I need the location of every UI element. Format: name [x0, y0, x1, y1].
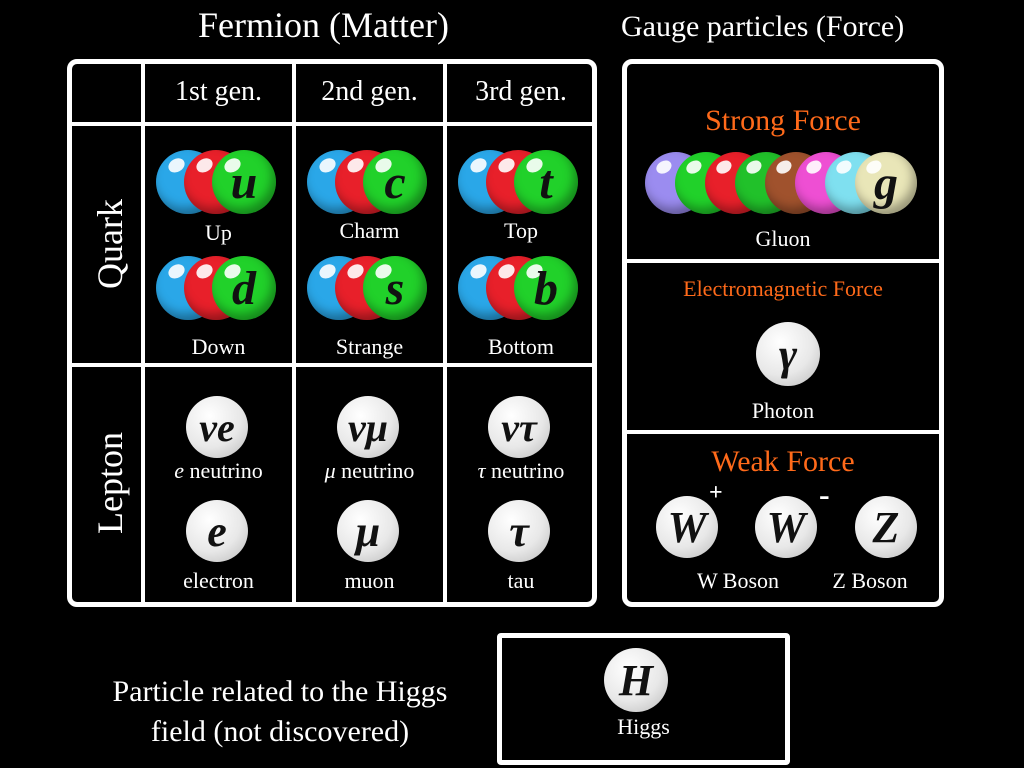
tau-icon: τ — [488, 500, 550, 562]
w-minus-boson-icon: W — [755, 496, 817, 558]
fermion-panel — [67, 59, 597, 607]
quark-ball: d — [212, 256, 276, 320]
w-minus-charge: - — [819, 476, 830, 512]
higgs-icon: H — [604, 648, 668, 712]
quark-symbol: b — [534, 261, 558, 315]
quark-icon: u — [156, 150, 286, 216]
lepton-name-muon: muon — [344, 568, 395, 593]
higgs-description-line-1: Particle related to the Higgs — [112, 675, 448, 708]
row-divider — [69, 363, 595, 367]
quark-ball: t — [514, 150, 578, 214]
w-plus-boson-icon: W — [656, 496, 718, 558]
gluon-symbol: g — [874, 156, 898, 210]
quark-ball: s — [363, 256, 427, 320]
lepton-name-muon-neutrino: μ neutrino — [324, 458, 415, 483]
column-divider — [443, 61, 447, 605]
em-force-title: Electromagnetic Force — [683, 276, 883, 301]
w-boson-name: W Boson — [696, 568, 780, 593]
photon-icon: γ — [756, 322, 820, 386]
quark-symbol: c — [384, 155, 406, 209]
lepton-name-tau-neutrino: τ neutrino — [477, 458, 565, 483]
z-boson-name: Z Boson — [832, 568, 908, 593]
row-divider — [624, 430, 942, 434]
gluon-ball: g — [855, 152, 917, 214]
quark-name-down: Down — [191, 334, 246, 359]
column-divider — [292, 61, 296, 605]
row-divider — [69, 122, 595, 126]
quark-symbol: d — [232, 261, 256, 315]
fermion-title: Fermion (Matter) — [198, 5, 449, 45]
quark-row-label: Quark — [90, 199, 130, 289]
quark-ball: c — [363, 150, 427, 214]
quark-ball: b — [514, 256, 578, 320]
gluon-name: Gluon — [755, 226, 811, 251]
quark-name-charm: Charm — [339, 218, 400, 243]
tau-neutrino-icon: ντ — [488, 396, 550, 458]
gauge-title: Gauge particles (Force) — [621, 10, 905, 43]
electron-neutrino-icon: νe — [186, 396, 248, 458]
higgs-panel — [497, 633, 790, 765]
quark-name-bottom: Bottom — [487, 334, 554, 359]
photon-name: Photon — [751, 398, 815, 423]
quark-icon: s — [307, 256, 437, 322]
z-boson-icon: Z — [855, 496, 917, 558]
strong-force-title: Strong Force — [705, 104, 861, 137]
muon-icon: μ — [337, 500, 399, 562]
muon-neutrino-icon: νμ — [337, 396, 399, 458]
lepton-row-label: Lepton — [90, 432, 130, 534]
quark-name-up: Up — [205, 220, 232, 245]
higgs-description-line-2: field (not discovered) — [150, 715, 410, 748]
lepton-name-electron: electron — [183, 568, 254, 593]
quark-symbol: u — [230, 155, 258, 209]
lepton-name-electron-neutrino: e neutrino — [174, 458, 263, 483]
quark-ball: u — [212, 150, 276, 214]
higgs-name: Higgs — [617, 714, 670, 739]
gen-header-3: 3rd gen. — [475, 76, 567, 107]
quark-name-strange: Strange — [335, 334, 404, 359]
column-divider — [141, 61, 145, 605]
quark-name-top: Top — [504, 218, 538, 243]
quark-symbol: s — [385, 261, 405, 315]
quark-icon: d — [156, 256, 286, 322]
gen-header-1: 1st gen. — [174, 76, 263, 107]
quark-icon: c — [307, 150, 437, 216]
quark-icon: t — [458, 150, 588, 216]
lepton-name-tau: tau — [507, 568, 535, 593]
w-plus-charge: + — [709, 480, 723, 506]
row-divider — [624, 259, 942, 263]
weak-force-title: Weak Force — [711, 445, 855, 478]
quark-symbol: t — [539, 155, 553, 209]
higgs-description: Particle related to the Higgs field (not… — [60, 672, 500, 752]
electron-icon: e — [186, 500, 248, 562]
quark-icon: b — [458, 256, 588, 322]
gen-header-2: 2nd gen. — [321, 76, 418, 107]
gauge-panel — [622, 59, 944, 607]
